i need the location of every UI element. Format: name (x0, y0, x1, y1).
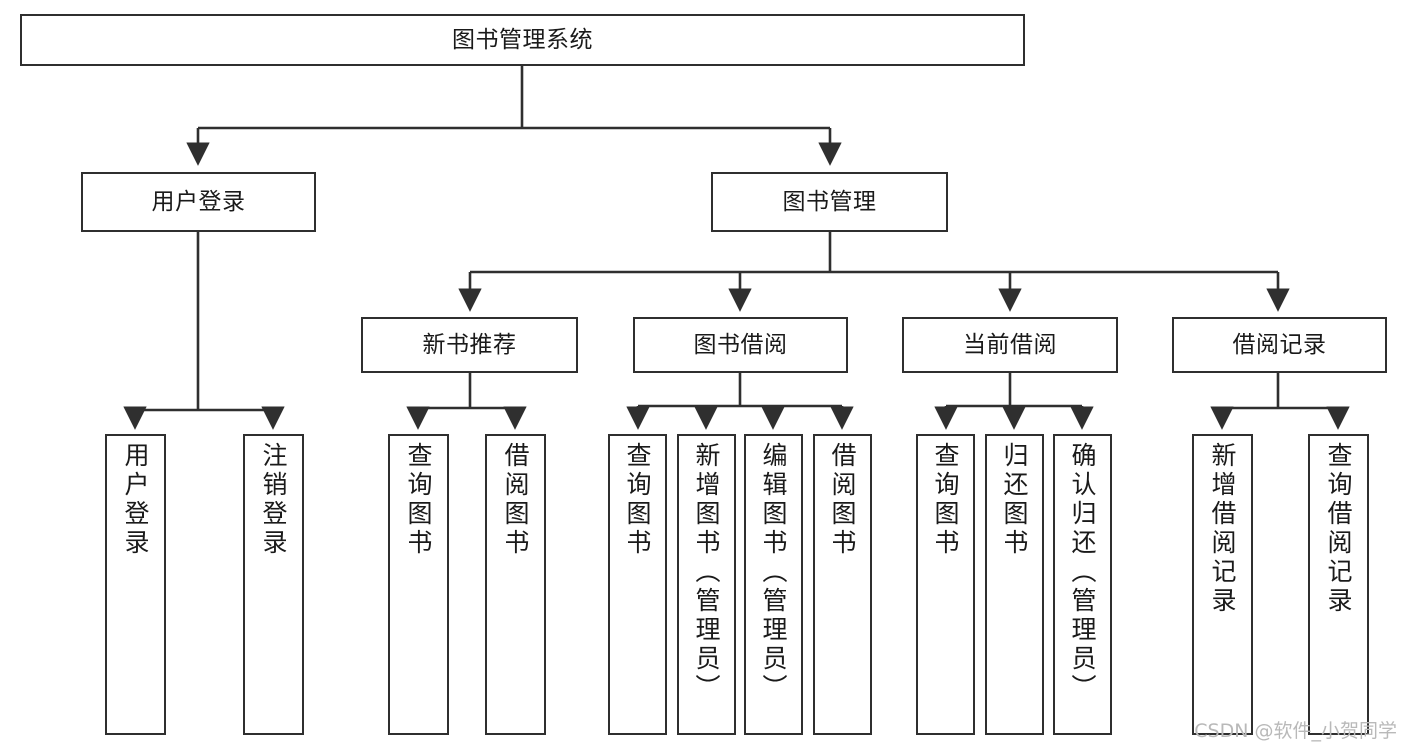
node-leaf-query-book-3-label: 查询图书 (931, 442, 960, 558)
node-leaf-query-book-2-label: 查询图书 (623, 442, 652, 558)
node-leaf-query-book-1-label: 查询图书 (404, 442, 433, 558)
node-leaf-confirm-return[interactable]: 确认归还（管理员） (1053, 434, 1112, 735)
node-new-book-recommend[interactable]: 新书推荐 (361, 317, 578, 373)
node-leaf-add-book[interactable]: 新增图书（管理员） (677, 434, 736, 735)
node-new-book-recommend-label: 新书推荐 (422, 331, 517, 358)
node-user-login[interactable]: 用户登录 (81, 172, 316, 232)
node-leaf-borrow-book-2-label: 借阅图书 (828, 442, 857, 558)
node-leaf-query-record-label: 查询借阅记录 (1324, 442, 1353, 616)
node-leaf-user-login[interactable]: 用户登录 (105, 434, 166, 735)
node-current-borrow[interactable]: 当前借阅 (902, 317, 1118, 373)
node-leaf-return-book-label: 归还图书 (1000, 442, 1029, 558)
node-root[interactable]: 图书管理系统 (20, 14, 1025, 66)
node-leaf-query-book-3[interactable]: 查询图书 (916, 434, 975, 735)
node-book-management[interactable]: 图书管理 (711, 172, 948, 232)
node-borrow-record[interactable]: 借阅记录 (1172, 317, 1387, 373)
node-user-login-label: 用户登录 (151, 188, 246, 215)
node-leaf-borrow-book-2[interactable]: 借阅图书 (813, 434, 872, 735)
node-leaf-edit-book[interactable]: 编辑图书（管理员） (744, 434, 803, 735)
node-leaf-logout[interactable]: 注销登录 (243, 434, 304, 735)
node-leaf-edit-book-label: 编辑图书（管理员） (759, 442, 788, 703)
node-leaf-borrow-book-1[interactable]: 借阅图书 (485, 434, 546, 735)
watermark: CSDN @软件_小贺同学 (1194, 720, 1397, 742)
node-leaf-user-login-label: 用户登录 (121, 442, 150, 558)
node-leaf-query-book-2[interactable]: 查询图书 (608, 434, 667, 735)
node-current-borrow-label: 当前借阅 (963, 331, 1057, 358)
node-book-borrow-label: 图书借阅 (693, 331, 788, 358)
node-leaf-add-book-label: 新增图书（管理员） (692, 442, 721, 703)
node-leaf-logout-label: 注销登录 (259, 442, 288, 558)
node-leaf-borrow-book-1-label: 借阅图书 (501, 442, 530, 558)
node-root-label: 图书管理系统 (452, 26, 593, 53)
node-leaf-add-record-label: 新增借阅记录 (1208, 442, 1237, 616)
node-book-borrow[interactable]: 图书借阅 (633, 317, 848, 373)
node-borrow-record-label: 借阅记录 (1232, 331, 1327, 358)
node-leaf-query-record[interactable]: 查询借阅记录 (1308, 434, 1369, 735)
node-leaf-query-book-1[interactable]: 查询图书 (388, 434, 449, 735)
node-leaf-confirm-return-label: 确认归还（管理员） (1068, 442, 1097, 703)
node-book-management-label: 图书管理 (782, 188, 877, 215)
node-leaf-add-record[interactable]: 新增借阅记录 (1192, 434, 1253, 735)
node-leaf-return-book[interactable]: 归还图书 (985, 434, 1044, 735)
